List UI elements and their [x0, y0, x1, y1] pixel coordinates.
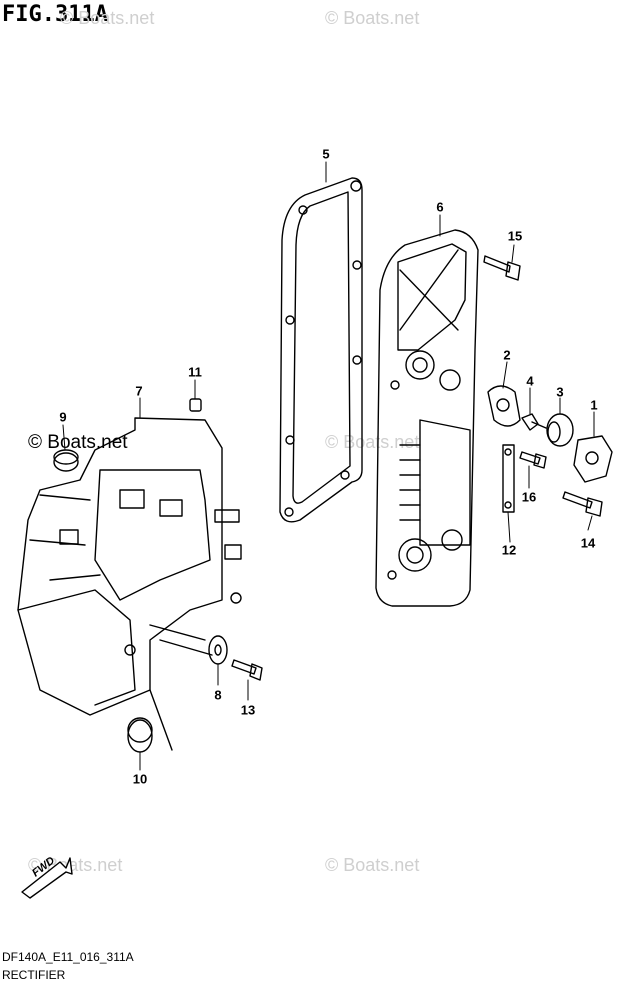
bolt-part-16	[519, 451, 547, 469]
part-label-14: 14	[580, 535, 596, 551]
bolt-part-13	[231, 659, 263, 681]
watermark-top-left: © Boats.net	[60, 8, 155, 28]
leader-lines	[62, 161, 595, 771]
cap-part-11	[189, 398, 202, 412]
part-label-5: 5	[322, 146, 330, 162]
grommet-part-9	[53, 449, 79, 472]
part-label-1: 1	[590, 397, 598, 413]
part-label-12: 12	[501, 542, 517, 558]
part-label-4: 4	[526, 373, 534, 389]
figure-title: FIG.311A	[2, 2, 108, 27]
bolt-part-14	[562, 491, 603, 517]
part-label-16: 16	[521, 489, 537, 505]
fwd-direction-marker	[21, 857, 73, 899]
part-label-2: 2	[503, 347, 511, 363]
washer-part-8	[208, 635, 228, 665]
cover-plate-part-6	[375, 229, 479, 607]
rectifier-assembly-part-7	[17, 417, 242, 751]
grommet-part-3	[546, 413, 574, 447]
grommet-part-10	[127, 717, 153, 753]
diagram-name: RECTIFIER	[2, 968, 66, 982]
watermark-top-right: © Boats.net	[325, 8, 420, 28]
part-label-10: 10	[132, 771, 148, 787]
diagram-code: DF140A_E11_016_311A	[2, 950, 134, 964]
part-label-9: 9	[59, 409, 67, 425]
part-label-7: 7	[135, 383, 143, 399]
watermark-middle-right: © Boats.net	[325, 432, 420, 452]
part-label-13: 13	[240, 702, 256, 718]
part-label-3: 3	[556, 384, 564, 400]
stud-part-4	[521, 413, 547, 431]
clamp-strap-part-12	[502, 444, 515, 513]
part-label-8: 8	[214, 687, 222, 703]
watermark-middle-left: © Boats.net	[28, 432, 128, 453]
small-gasket-part-2	[487, 385, 521, 427]
watermark-bottom-right: © Boats.net	[325, 855, 420, 875]
part-label-15: 15	[507, 228, 523, 244]
gasket-part-5	[279, 177, 363, 523]
bolt-part-15	[483, 255, 521, 281]
connector-part-1	[573, 435, 613, 483]
part-label-11: 11	[188, 364, 202, 380]
part-label-6: 6	[436, 199, 444, 215]
